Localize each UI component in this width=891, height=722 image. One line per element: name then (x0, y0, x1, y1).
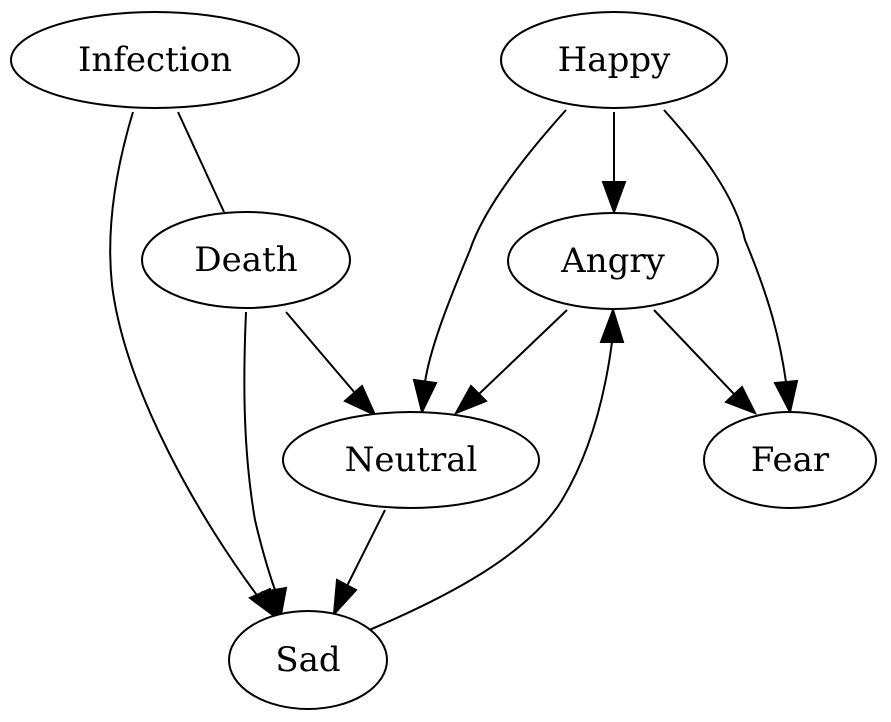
node-happy: Happy (500, 11, 728, 109)
edge-sad-angry (354, 306, 625, 637)
edge-happy-angry (601, 112, 627, 215)
node-label: Fear (751, 440, 830, 480)
edge-neutral-sad (332, 509, 386, 617)
edge-death-neutral (285, 311, 378, 418)
edge-infection-death (177, 111, 225, 213)
node-label: Death (194, 240, 297, 280)
edge-death-sad (243, 311, 288, 623)
node-label: Angry (560, 241, 665, 281)
node-angry: Angry (507, 212, 719, 310)
edge-happy-neutral (412, 109, 567, 415)
node-label: Sad (275, 640, 340, 680)
node-label: Happy (558, 40, 671, 80)
node-neutral: Neutral (282, 411, 540, 509)
node-sad: Sad (228, 610, 388, 710)
edge-layer (109, 109, 799, 637)
node-death: Death (141, 211, 351, 309)
node-label: Infection (78, 40, 232, 80)
node-label: Neutral (345, 440, 478, 480)
node-fear: Fear (703, 411, 877, 509)
edge-angry-fear (653, 309, 758, 415)
edge-infection-sad (109, 111, 279, 621)
node-layer: Infection Happy Death Angry Neutral Fear… (10, 11, 877, 710)
edge-angry-neutral (453, 309, 568, 415)
edge-happy-fear (663, 109, 799, 415)
node-infection: Infection (10, 11, 300, 109)
